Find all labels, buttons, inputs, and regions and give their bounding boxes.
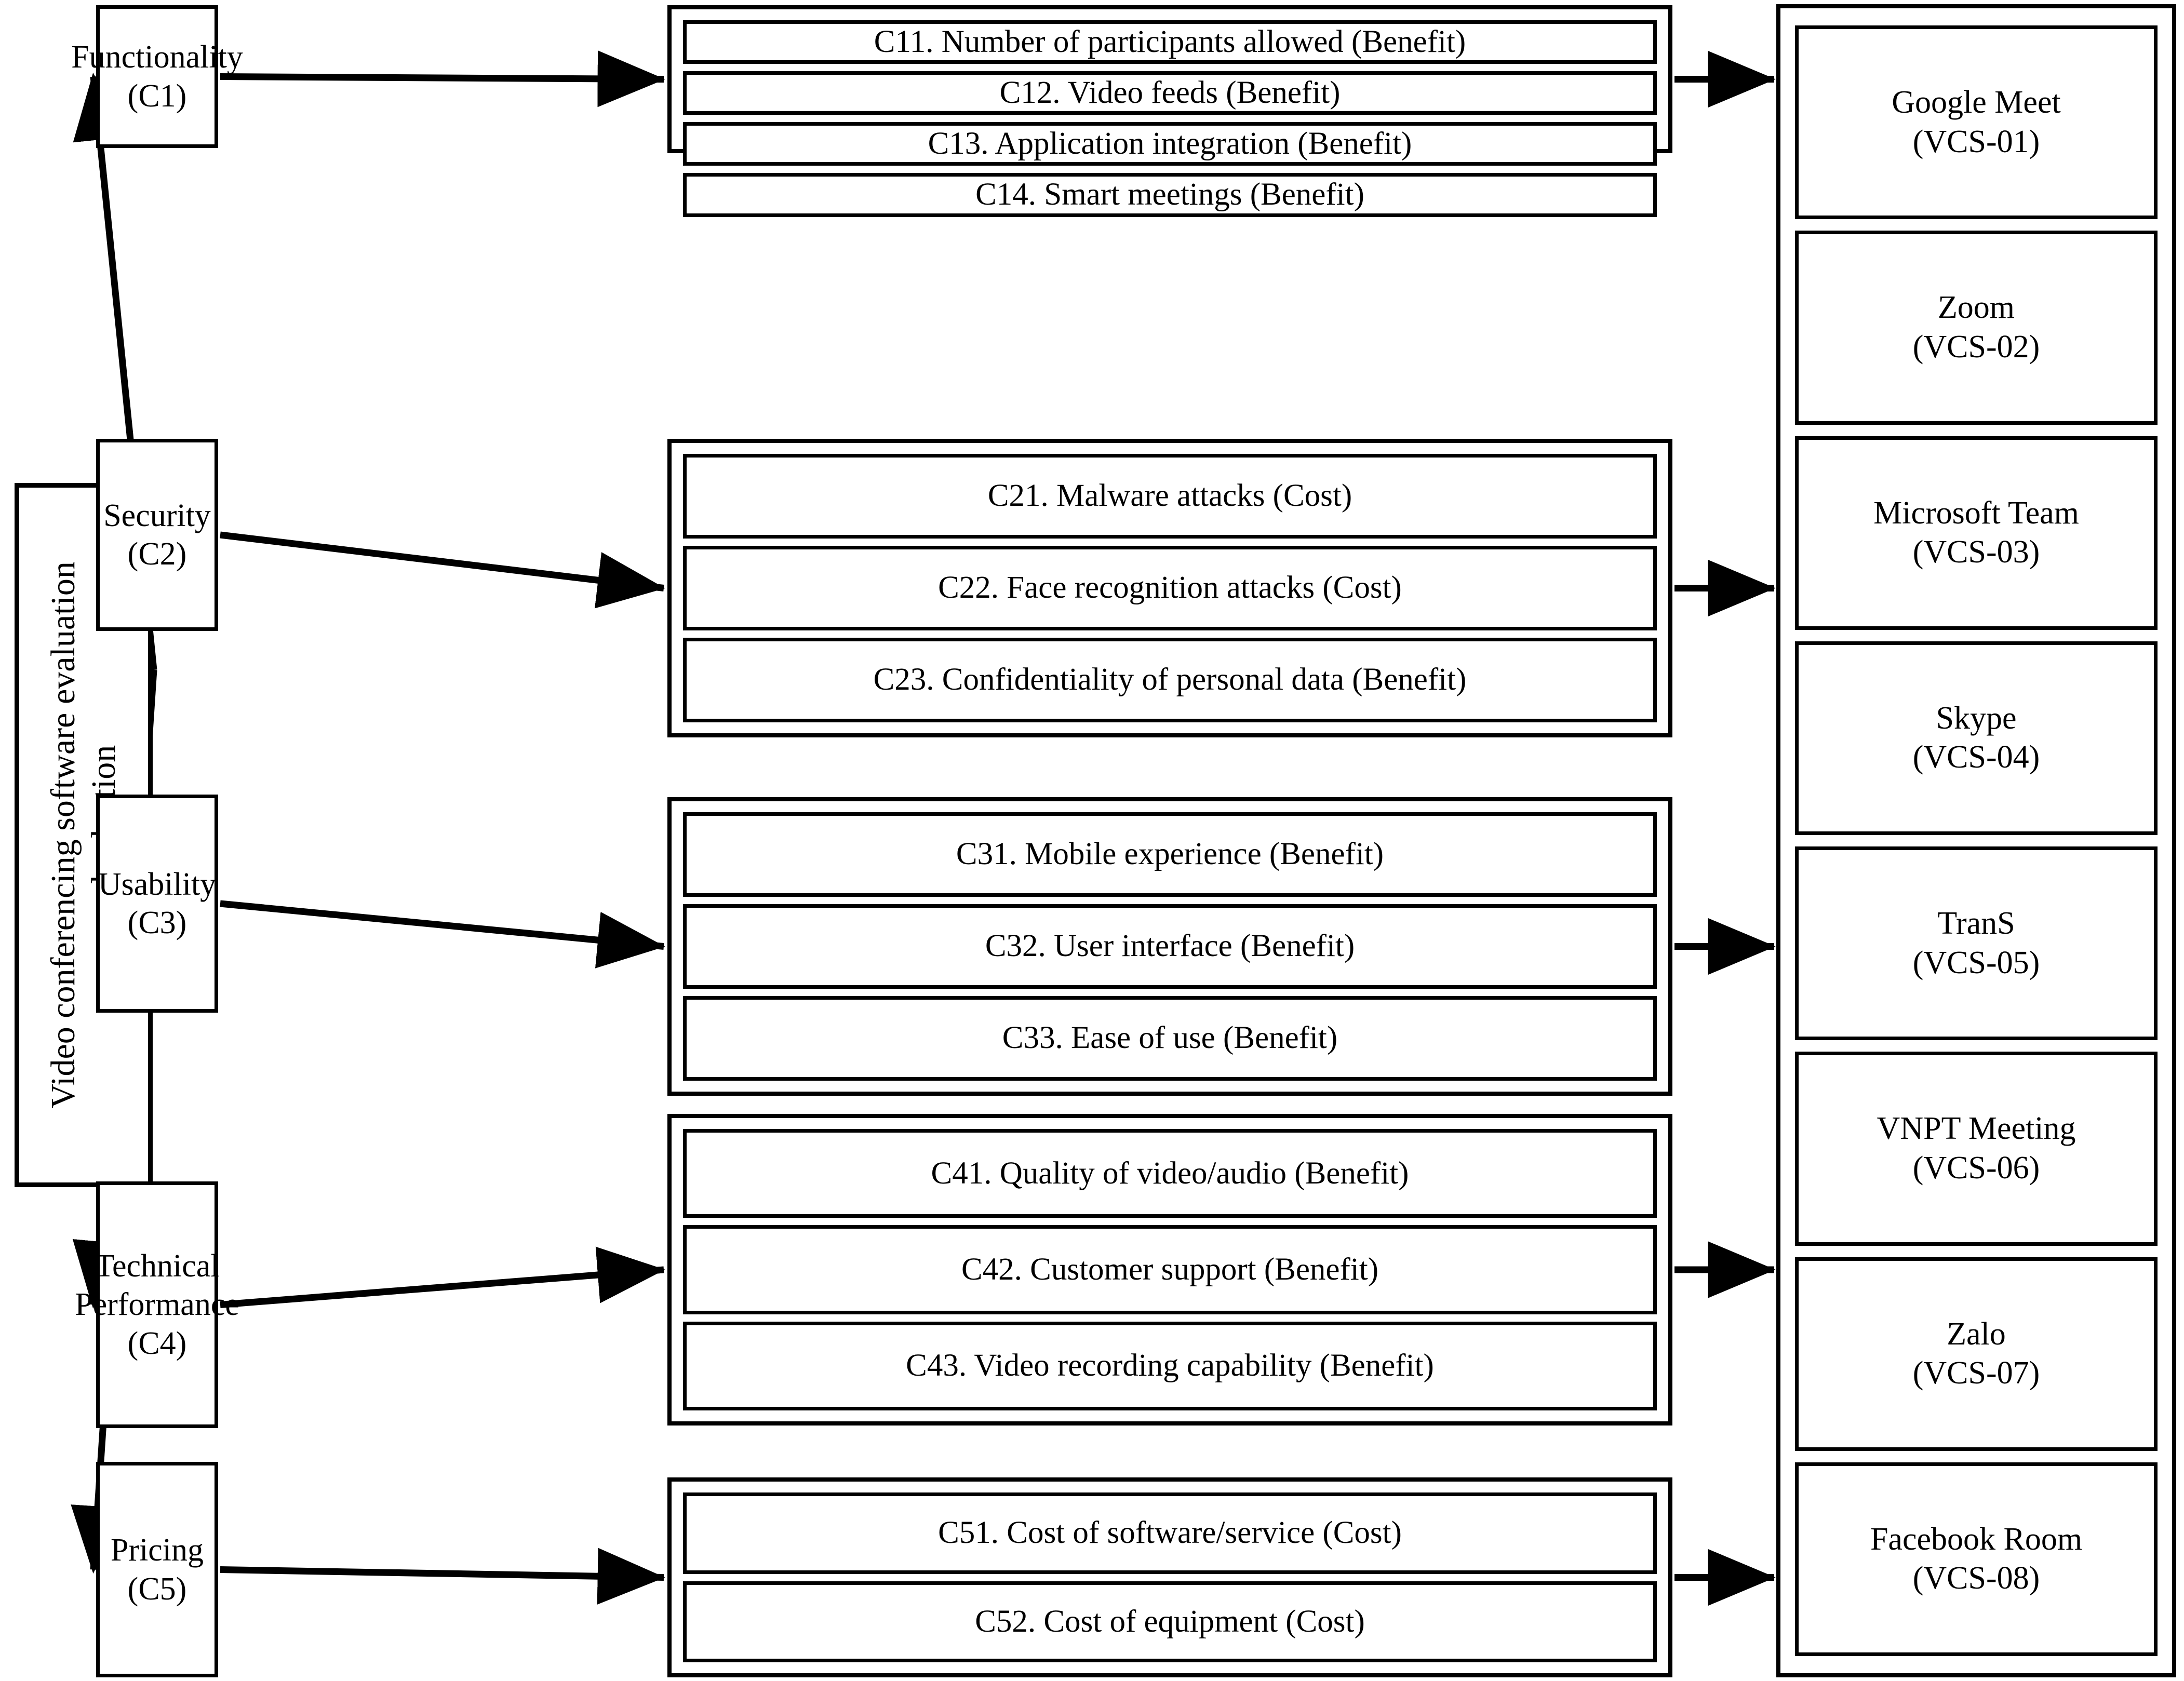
criteria-to-subcriteria-arrow (220, 50, 665, 107)
subcriteria-group-c1: C11. Number of participants allowed (Ben… (667, 5, 1672, 217)
alternative-code: (VCS-08) (1912, 1561, 2040, 1596)
alternatives-container: Google Meet (VCS-01) Zoom(VCS-02) Microso… (1776, 4, 2176, 1677)
alternative-name: Google Meet (1892, 85, 2061, 120)
criteria-to-subcriteria-arrow (220, 531, 665, 609)
criteria-node-c3[interactable]: Usability (C3) (96, 795, 218, 1013)
subcriteria-item[interactable]: C33. Ease of use (Benefit) (683, 996, 1657, 1081)
alternative-node[interactable]: Google Meet (VCS-01) (1795, 25, 2158, 220)
criteria-label: Technical Performance (C4) (75, 1248, 239, 1361)
subcriteria-group-c4: C41. Quality of video/audio (Benefit) C4… (667, 1114, 1672, 1426)
alternative-code: (VCS-01) (1912, 124, 2040, 159)
criteria-label: Security (C2) (103, 497, 211, 572)
criteria-node-c2[interactable]: Security (C2) (96, 439, 218, 631)
alternative-code: (VCS-07) (1912, 1355, 2040, 1391)
alternative-name: Skype (1936, 700, 2017, 736)
subcriteria-item[interactable]: C41. Quality of video/audio (Benefit) (683, 1129, 1657, 1218)
subcriteria-item[interactable]: C21. Malware attacks (Cost) (683, 454, 1657, 539)
criteria-node-c1[interactable]: Functionality (C1) (71, 5, 243, 148)
alternative-name: TranS (1937, 906, 2015, 941)
alternative-code: (VCS-05) (1912, 945, 2040, 980)
subcriteria-item[interactable]: C31. Mobile experience (Benefit) (683, 812, 1657, 897)
alternative-code: (VCS-06) (1912, 1150, 2040, 1186)
alternative-code: (VCS-03) (1912, 534, 2040, 570)
criteria-node-c5[interactable]: Pricing (C5) (96, 1462, 218, 1677)
alternative-code: (VCS-02) (1912, 329, 2040, 365)
alternative-name: Microsoft Team (1873, 495, 2079, 531)
alternative-node[interactable]: Facebook Room (VCS-08) (1795, 1462, 2158, 1656)
alternative-name: VNPT Meeting (1877, 1111, 2076, 1147)
alternative-node[interactable]: Microsoft Team(VCS-03) (1795, 436, 2158, 630)
subcriteria-group-c2: C21. Malware attacks (Cost) C22. Face re… (667, 439, 1672, 737)
alternative-node[interactable]: TranS (VCS-05) (1795, 846, 2158, 1041)
criteria-node-c4[interactable]: Technical Performance (C4) (75, 1181, 239, 1428)
criteria-to-subcriteria-arrow (220, 900, 665, 969)
subcriteria-item[interactable]: C14. Smart meetings (Benefit) (683, 173, 1657, 217)
criteria-to-subcriteria-arrow (220, 1246, 665, 1308)
subcriteria-group-c5: C51. Cost of software/service (Cost) C52… (667, 1477, 1672, 1677)
alternative-name: Facebook Room (1870, 1521, 2083, 1557)
subcriteria-item[interactable]: C13. Application integration (Benefit) (683, 122, 1657, 166)
criteria-label: Functionality (C1) (71, 39, 243, 114)
criteria-to-subcriteria-arrow (220, 1548, 665, 1605)
subcriteria-item[interactable]: C43. Video recording capability (Benefit… (683, 1321, 1657, 1410)
subcriteria-item[interactable]: C23. Confidentiality of personal data (B… (683, 638, 1657, 722)
subcriteria-item[interactable]: C32. User interface (Benefit) (683, 904, 1657, 989)
alternative-node[interactable]: Skype(VCS-04) (1795, 641, 2158, 835)
subcriteria-item[interactable]: C51. Cost of software/service (Cost) (683, 1492, 1657, 1574)
alternative-node[interactable]: Zalo(VCS-07) (1795, 1257, 2158, 1451)
criteria-label: Usability (C3) (98, 866, 217, 940)
criteria-label: Pricing (C5) (110, 1532, 204, 1607)
alternative-name: Zoom (1937, 290, 2015, 326)
subcriteria-group-c3: C31. Mobile experience (Benefit) C32. Us… (667, 797, 1672, 1096)
subcriteria-item[interactable]: C11. Number of participants allowed (Ben… (683, 20, 1657, 64)
alternative-node[interactable]: Zoom(VCS-02) (1795, 231, 2158, 425)
alternative-node[interactable]: VNPT Meeting(VCS-06) (1795, 1052, 2158, 1246)
subcriteria-item[interactable]: C42. Customer support (Benefit) (683, 1225, 1657, 1314)
subcriteria-item[interactable]: C12. Video feeds (Benefit) (683, 71, 1657, 115)
alternative-name: Zalo (1947, 1316, 2006, 1352)
subcriteria-item[interactable]: C22. Face recognition attacks (Cost) (683, 546, 1657, 630)
subcriteria-item[interactable]: C52. Cost of equipment (Cost) (683, 1581, 1657, 1662)
alternative-code: (VCS-04) (1912, 739, 2040, 775)
